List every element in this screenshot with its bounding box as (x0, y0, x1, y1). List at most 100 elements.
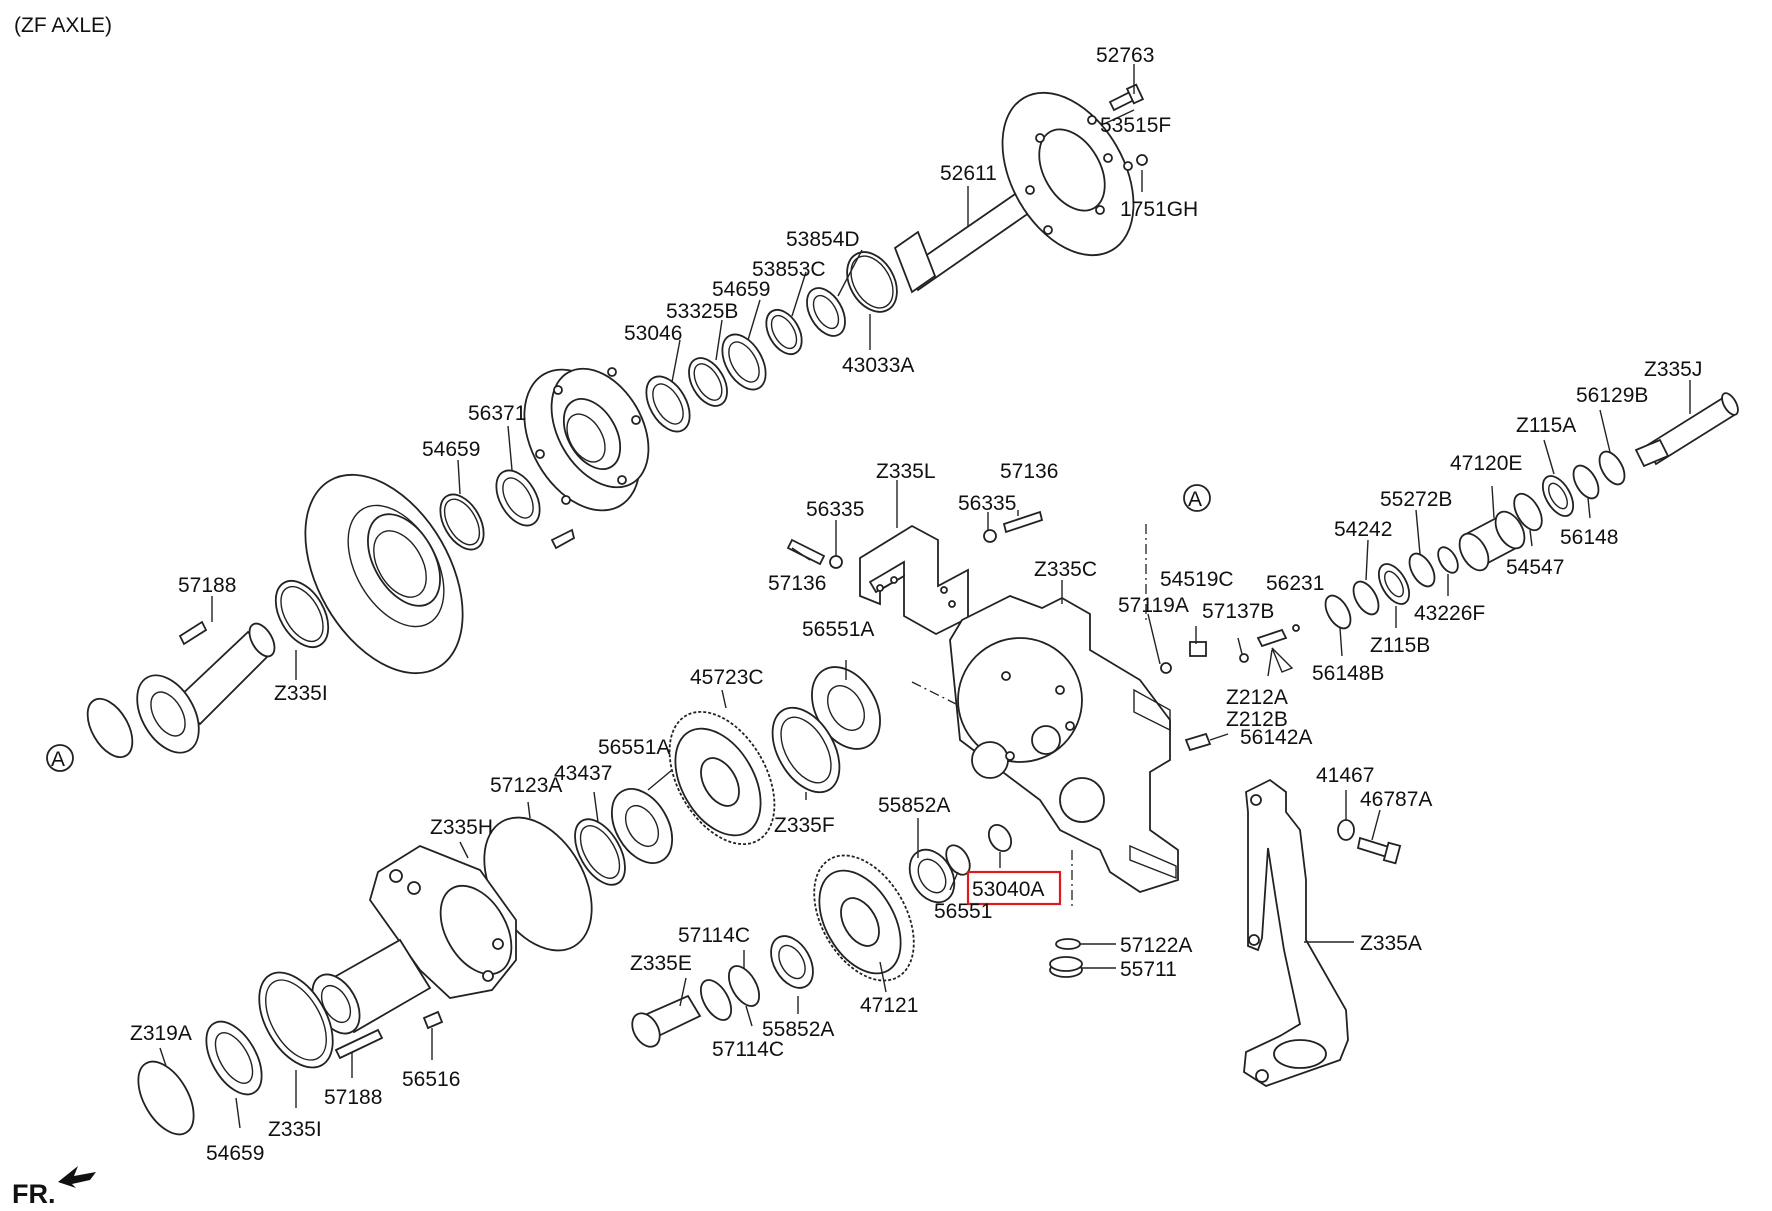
washer-56335-right (983, 529, 997, 543)
label-55852A-lower: 55852A (762, 1018, 834, 1041)
label-57136-left: 57136 (768, 572, 826, 595)
label-53040A: 53040A (972, 878, 1044, 901)
label-54659-mid: 54659 (422, 438, 480, 461)
shaft-Z335J (1634, 392, 1739, 468)
gear-47121 (813, 854, 915, 982)
svg-text:A: A (51, 748, 65, 771)
label-56551A-upper: 56551A (802, 618, 874, 641)
label-56516: 56516 (402, 1068, 460, 1091)
label-53046: 53046 (624, 322, 682, 345)
bolt-52763 (1108, 83, 1145, 112)
ring-57114C-left (699, 979, 733, 1021)
leader-lines (159, 64, 1691, 1129)
label-41467: 41467 (1316, 764, 1374, 787)
label-43033A: 43033A (842, 354, 914, 377)
label-Z115A: Z115A (1516, 414, 1576, 437)
label-56335-left: 56335 (806, 498, 864, 521)
ring-56148 (1572, 464, 1600, 500)
plug-57119A (1160, 662, 1172, 674)
label-56551: 56551 (934, 900, 992, 923)
label-47120E: 47120E (1450, 452, 1522, 475)
label-Z319A: Z319A (130, 1022, 192, 1045)
plug-55711 (1049, 956, 1083, 978)
label-Z335H: Z335H (430, 816, 493, 839)
ring-56148B (1324, 594, 1352, 630)
label-54242: 54242 (1334, 518, 1392, 541)
label-56142A: 56142A (1240, 726, 1312, 749)
steering-arm-Z335A (1243, 778, 1349, 1087)
ring-56551 (945, 844, 971, 876)
ring-56129B (1598, 450, 1626, 486)
pin-Z335E (631, 994, 702, 1048)
ring-43033A (846, 251, 898, 313)
bearing-56551A-lower (610, 788, 674, 864)
label-Z335J: Z335J (1644, 358, 1702, 381)
ring-54659-mid (439, 493, 485, 551)
ring-43437 (574, 818, 626, 886)
label-53854D: 53854D (786, 228, 860, 251)
svg-text:A: A (1188, 488, 1202, 511)
label-52611: 52611 (940, 162, 997, 185)
sun-gear-47120E (1458, 510, 1526, 572)
ring-53853C (765, 309, 803, 355)
label-1751GH: 1751GH (1120, 198, 1198, 221)
label-53515F: 53515F (1100, 114, 1171, 137)
label-56551A-lower: 56551A (598, 736, 670, 759)
label-56148: 56148 (1560, 526, 1618, 549)
wheel-hub-56371 (523, 367, 650, 550)
washer-41467 (1337, 819, 1355, 841)
label-Z335L: Z335L (876, 460, 936, 483)
label-53325B: 53325B (666, 300, 738, 323)
label-Z335I-lower: Z335I (268, 1118, 322, 1141)
label-52763: 52763 (1096, 44, 1154, 67)
nut-54659-lower (205, 1020, 263, 1096)
label-43226F: 43226F (1414, 602, 1485, 625)
label-54519C: 54519C (1160, 568, 1234, 591)
spindle-housing (136, 620, 276, 754)
label-47121: 47121 (860, 994, 918, 1017)
ring-57114C-right (727, 965, 761, 1007)
ring-Z335I-lower (258, 971, 334, 1069)
bearing-54659-hub (495, 469, 541, 527)
o-ring-53040A (987, 823, 1013, 853)
label-Z335C: Z335C (1034, 558, 1097, 581)
sensor-Z212A (1256, 628, 1288, 648)
ref-circle-a-left: A (46, 744, 74, 772)
brake-disc (304, 473, 464, 675)
label-43437: 43437 (554, 762, 612, 785)
label-55272B: 55272B (1380, 488, 1452, 511)
ring-57137B (1239, 653, 1249, 663)
o-ring-left (86, 697, 134, 759)
label-57188-lower: 57188 (324, 1086, 382, 1109)
part-labels: 52763 53515F 52611 1751GH 53854D 53853C … (130, 44, 1702, 1165)
label-Z212A: Z212A (1226, 686, 1288, 709)
label-57114C-upper: 57114C (678, 924, 750, 947)
sensor-Z212B (1271, 647, 1294, 673)
bolt-57136-left (786, 538, 826, 566)
bracket-Z335L (859, 524, 969, 636)
ring-54547 (1513, 492, 1543, 532)
nut-1751GH (1136, 154, 1148, 166)
label-45723C: 45723C (690, 666, 764, 689)
label-54547: 54547 (1506, 556, 1564, 579)
label-57122A: 57122A (1120, 934, 1192, 957)
screw-56231 (1292, 624, 1300, 632)
label-56335-right: 56335 (958, 492, 1016, 515)
label-Z335E: Z335E (630, 952, 692, 975)
ring-54242 (1352, 580, 1380, 616)
label-57188-upper: 57188 (178, 574, 236, 597)
label-Z335I-upper: Z335I (274, 682, 328, 705)
label-55711: 55711 (1120, 958, 1177, 981)
label-57123A: 57123A (490, 774, 562, 797)
ring-Z335F (771, 706, 841, 794)
label-56148B: 56148B (1312, 662, 1384, 685)
label-53853C: 53853C (752, 258, 826, 281)
gear-housing-Z335C (949, 595, 1179, 893)
label-Z335F: Z335F (774, 814, 835, 837)
diagram-title: (ZF AXLE) (14, 14, 112, 37)
bearing-53046 (645, 375, 691, 433)
label-46787A: 46787A (1360, 788, 1432, 811)
washer-56335-left (829, 555, 843, 569)
label-55852A-upper: 55852A (878, 794, 950, 817)
